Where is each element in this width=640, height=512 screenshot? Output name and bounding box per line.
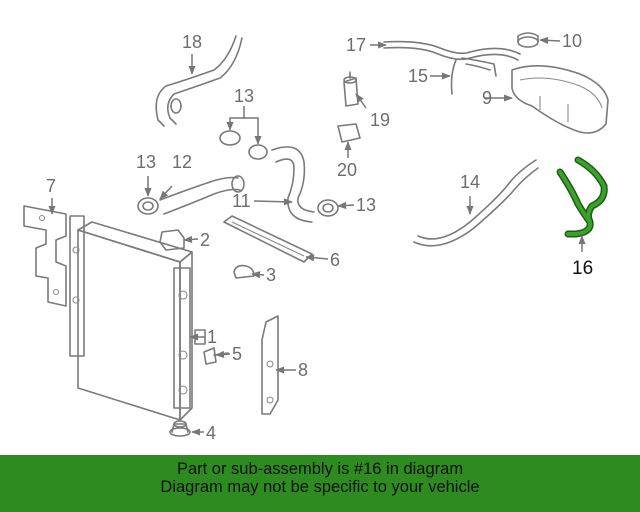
part-11-hose — [271, 146, 315, 223]
banner-line-2: Diagram may not be specific to your vehi… — [160, 478, 480, 496]
callouts: 1 2 3 4 5 6 7 8 9 10 11 12 13 13 13 14 1… — [46, 31, 593, 443]
parts-diagram: 1 2 3 4 5 6 7 8 9 10 11 12 13 13 13 14 1… — [23, 31, 609, 443]
callout-15: 15 — [408, 66, 428, 86]
callout-7: 7 — [46, 176, 56, 196]
callout-5: 5 — [232, 344, 242, 364]
part-16-hose-highlighted — [556, 156, 608, 238]
callout-17: 17 — [346, 35, 366, 55]
part-2-clip — [159, 229, 185, 251]
callout-18: 18 — [182, 32, 202, 52]
left-bracket — [23, 205, 67, 307]
part-8-bracket — [261, 315, 279, 415]
callout-19: 19 — [370, 110, 390, 130]
callout-12: 12 — [172, 152, 192, 172]
callout-3: 3 — [266, 265, 276, 285]
callout-1: 1 — [207, 327, 217, 347]
callout-9: 9 — [482, 88, 492, 108]
part-19-sensor — [343, 71, 359, 107]
part-20-mount — [337, 123, 361, 143]
part-17-15-hoses — [383, 40, 521, 95]
callout-8: 8 — [298, 360, 308, 380]
part-5-bolt — [203, 347, 229, 365]
part-10-cap — [517, 32, 539, 48]
part-9-reservoir — [511, 65, 609, 134]
part-14-hose — [413, 159, 539, 247]
part-3-grommet — [233, 264, 255, 279]
callout-13-left: 13 — [136, 152, 156, 172]
callout-10: 10 — [562, 31, 582, 51]
part-12-hose — [159, 175, 245, 215]
callout-16: 16 — [572, 258, 593, 279]
callout-14: 14 — [460, 172, 480, 192]
info-banner: Part or sub-assembly is #16 in diagram D… — [0, 455, 640, 512]
callout-2: 2 — [200, 230, 210, 250]
leader-lines — [48, 36, 586, 436]
part-4-drain-plug — [169, 420, 191, 437]
banner-line-1: Part or sub-assembly is #16 in diagram — [176, 460, 464, 478]
callout-13-right: 13 — [356, 195, 376, 215]
callout-4: 4 — [206, 423, 216, 443]
callout-20: 20 — [337, 160, 357, 180]
callout-11: 11 — [232, 191, 251, 211]
part-18-hose — [155, 35, 243, 127]
part-6-seal — [223, 215, 313, 263]
callout-6: 6 — [330, 250, 340, 270]
callout-13-top: 13 — [234, 86, 254, 106]
part-13-clamps — [137, 130, 339, 217]
